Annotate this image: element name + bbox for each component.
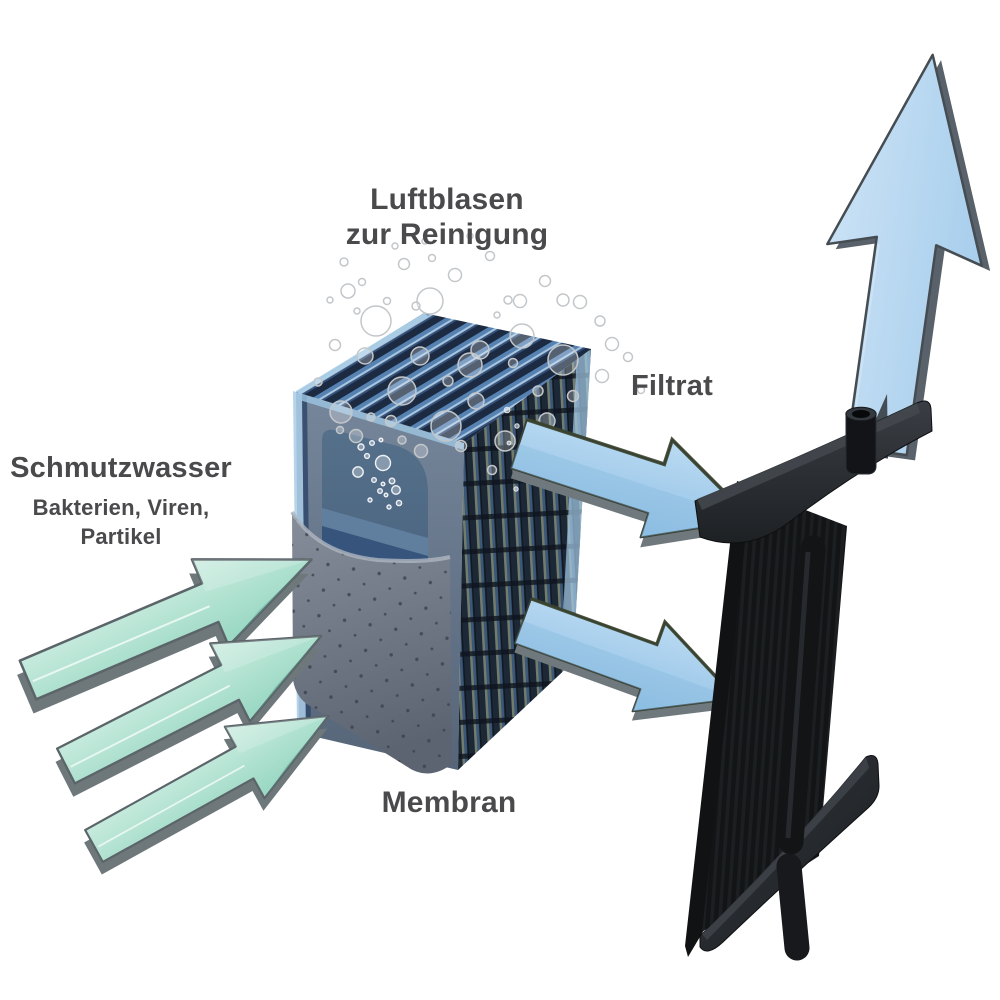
label-air-line1: Luftblasen [370,183,524,216]
collector-frame [685,400,933,961]
feed-arrow-2 [55,634,323,797]
collector-pipe [778,535,826,855]
label-feed-sub-line2: Partikel [80,524,162,549]
feed-arrow-3 [84,715,330,875]
filtrate-arrow-upper [510,417,754,548]
feed-arrows-group [17,558,330,875]
module-glass-edge [560,350,591,669]
window-bubbles [352,437,403,510]
collector-leg [776,853,810,961]
feed-arrow-1 [17,558,313,714]
filtrate-arrow-lower [513,597,738,721]
outlet-arrow [826,53,991,461]
label-feed-contaminants: Bakterien, Viren, Partikel [33,493,210,551]
cleaning-bubbles [313,232,646,476]
label-air-line2: zur Reinigung [345,218,549,251]
membrane-sheet [290,510,452,774]
label-feed-water: Schmutzwasser [10,452,232,484]
label-membrane: Membran [381,786,517,819]
label-filtrate: Filtrat [631,370,713,402]
collector-tube [845,406,877,475]
label-air-bubbles: Luftblasen zur Reinigung [346,182,549,252]
label-feed-sub-line1: Bakterien, Viren, [32,495,210,520]
collector-edge-blade [685,481,755,957]
